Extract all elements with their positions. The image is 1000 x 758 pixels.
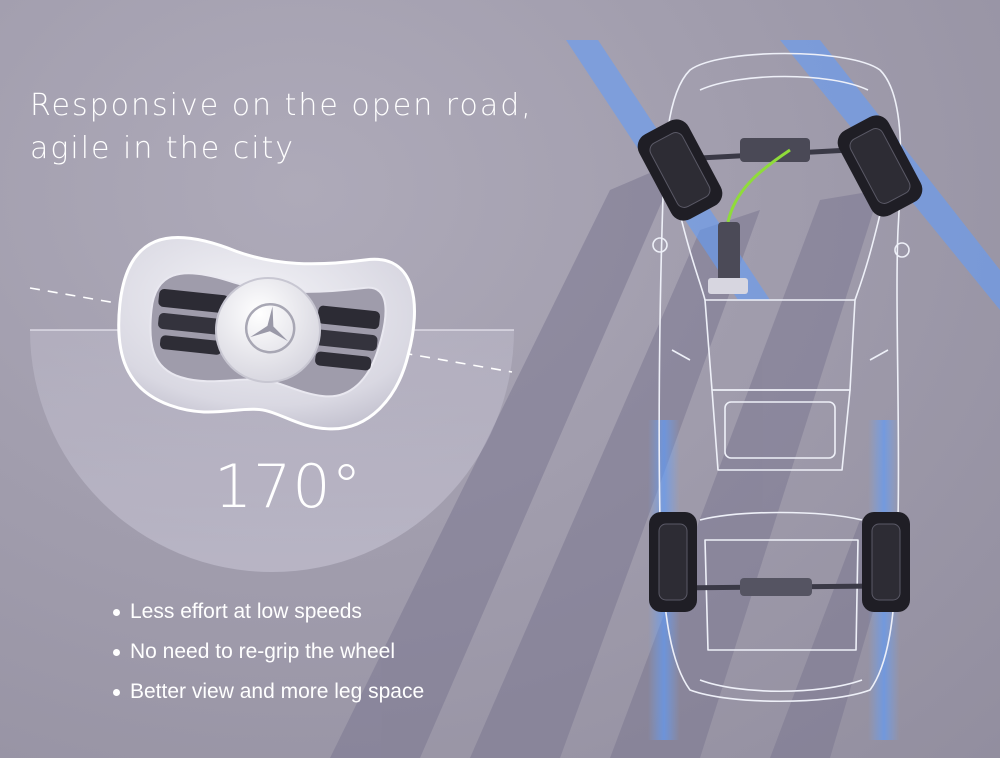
front-left-wheel xyxy=(637,119,723,221)
shadow-streaks xyxy=(330,160,900,758)
benefit-item: Better view and more leg space xyxy=(108,672,424,712)
control-pad-right xyxy=(315,305,381,371)
steering-wheel-icon xyxy=(117,236,416,431)
benefit-list: Less effort at low speeds No need to re-… xyxy=(108,592,424,712)
headline: Responsive on the open road, agile in th… xyxy=(30,84,533,170)
control-pad-left xyxy=(158,288,229,355)
benefit-item: No need to re-grip the wheel xyxy=(108,632,424,672)
headline-line-1: Responsive on the open road, xyxy=(30,88,533,123)
rear-axle xyxy=(667,578,881,596)
star-emblem-icon xyxy=(244,302,296,354)
steering-angle-label: 170° xyxy=(214,452,363,522)
headline-line-2: agile in the city xyxy=(30,131,296,166)
rear-left-wheel xyxy=(649,512,697,612)
front-steering-rack xyxy=(699,138,851,294)
front-right-wheel xyxy=(837,115,923,217)
benefit-item: Less effort at low speeds xyxy=(108,592,424,632)
rear-right-wheel xyxy=(862,512,910,612)
